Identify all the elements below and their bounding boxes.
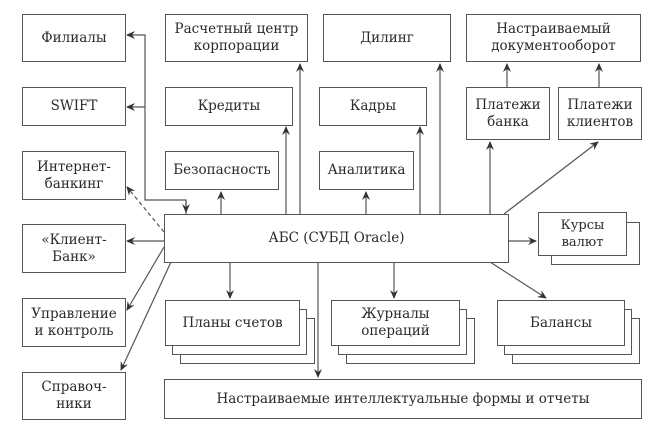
node-chart-of-accounts: Планы счетов xyxy=(165,300,300,346)
node-exchange-rates: Курсы валют xyxy=(538,212,627,256)
edge-abs-management xyxy=(126,246,165,311)
node-docflow: Настраиваемый документооборот xyxy=(466,14,641,62)
node-management: Управление и контроль xyxy=(22,298,126,347)
node-internet-banking: Интернет- банкинг xyxy=(22,151,126,200)
node-reference: Справоч- ники xyxy=(22,372,126,420)
node-swift: SWIFT xyxy=(22,87,126,126)
node-filialy: Филиалы xyxy=(22,14,126,62)
node-balances: Балансы xyxy=(497,300,625,346)
edge-abs-internet-banking xyxy=(126,186,165,233)
node-client-payments: Платежи клиентов xyxy=(558,87,642,140)
edge-abs-balances xyxy=(489,261,547,299)
node-abs-center: АБС (СУБД Oracle) xyxy=(164,214,509,263)
node-dealing: Дилинг xyxy=(323,14,451,62)
node-journals: Журналы операций xyxy=(331,300,460,346)
node-analytics: Аналитика xyxy=(319,151,414,190)
node-hr: Кадры xyxy=(319,87,427,126)
node-client-bank: «Клиент- Банк» xyxy=(22,224,126,273)
node-credits: Кредиты xyxy=(165,87,293,126)
node-bank-payments: Платежи банка xyxy=(466,87,550,140)
node-settlement-center: Расчетный центр корпорации xyxy=(165,14,308,62)
node-security: Безопасность xyxy=(165,151,279,190)
edge-abs-client-payments xyxy=(503,141,599,215)
edge-abs-reference xyxy=(120,261,172,371)
node-reports: Настраиваемые интеллектуальные формы и о… xyxy=(164,379,642,419)
